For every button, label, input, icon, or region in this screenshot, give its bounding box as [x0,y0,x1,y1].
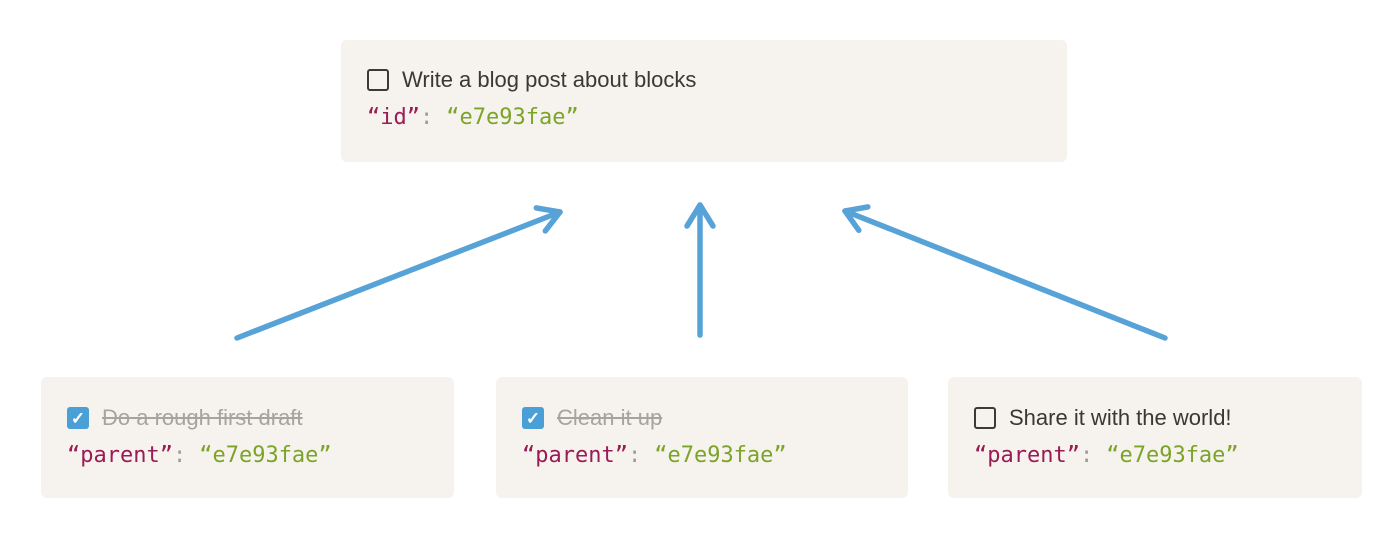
checkbox-unchecked-icon[interactable] [367,69,389,91]
block-parent-code: “parent”: “e7e93fae” [67,443,428,468]
block-parent-code: “parent”: “e7e93fae” [974,443,1336,468]
task-row: ✓ Clean it up [522,405,882,430]
child-task-card-draft: ✓ Do a rough first draft “parent”: “e7e93… [41,377,454,498]
code-colon: : [627,443,642,468]
checkbox-checked-icon[interactable]: ✓ [67,407,89,429]
task-title: Share it with the world! [1009,405,1232,430]
arrow-draft-to-parent [234,205,563,341]
task-row: Share it with the world! [974,405,1336,430]
code-key: “parent” [522,443,628,468]
code-colon: : [1079,443,1094,468]
code-colon: : [419,105,434,130]
task-title: Write a blog post about blocks [402,67,697,92]
code-value: “e7e93fae” [446,105,579,130]
code-value: “e7e93fae” [199,443,332,468]
code-key: “id” [367,105,420,130]
code-key: “parent” [974,443,1080,468]
parent-task-card: Write a blog post about blocks “id”: “e7e… [341,40,1067,162]
code-key: “parent” [67,443,173,468]
block-id-code: “id”: “e7e93fae” [367,105,1041,130]
code-colon: : [172,443,187,468]
checkbox-unchecked-icon[interactable] [974,407,996,429]
arrow-clean-to-parent [684,202,716,338]
block-parent-code: “parent”: “e7e93fae” [522,443,882,468]
child-task-card-share: Share it with the world! “parent”: “e7e93… [948,377,1362,498]
child-task-card-clean: ✓ Clean it up “parent”: “e7e93fae” [496,377,908,498]
code-value: “e7e93fae” [654,443,787,468]
arrow-share-to-parent [842,204,1168,341]
task-title: Do a rough first draft [102,405,303,430]
code-value: “e7e93fae” [1106,443,1239,468]
task-row: Write a blog post about blocks [367,67,1041,92]
task-row: ✓ Do a rough first draft [67,405,428,430]
checkbox-checked-icon[interactable]: ✓ [522,407,544,429]
task-title: Clean it up [557,405,663,430]
